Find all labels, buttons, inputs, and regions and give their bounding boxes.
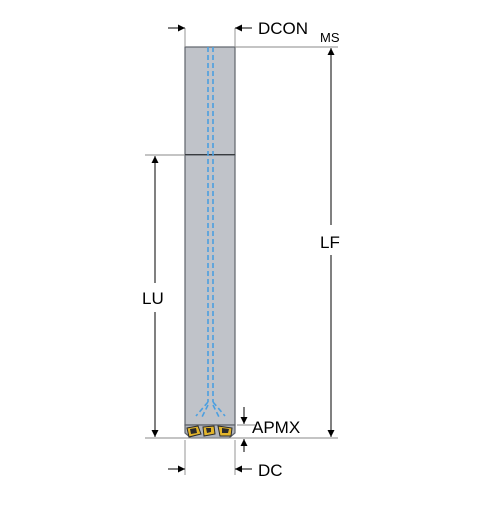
dcon-subscript: MS <box>320 30 340 45</box>
coolant-channel <box>195 47 226 420</box>
apmx-label: APMX <box>252 418 300 437</box>
cutting-inserts <box>186 425 233 438</box>
tool-neck <box>184 154 236 426</box>
extension-lines <box>145 28 338 475</box>
lf-label: LF <box>320 233 340 252</box>
dcon-label: DCON <box>258 19 308 38</box>
dc-label: DC <box>258 461 283 480</box>
tool-shank <box>184 46 236 156</box>
lu-label: LU <box>142 289 164 308</box>
